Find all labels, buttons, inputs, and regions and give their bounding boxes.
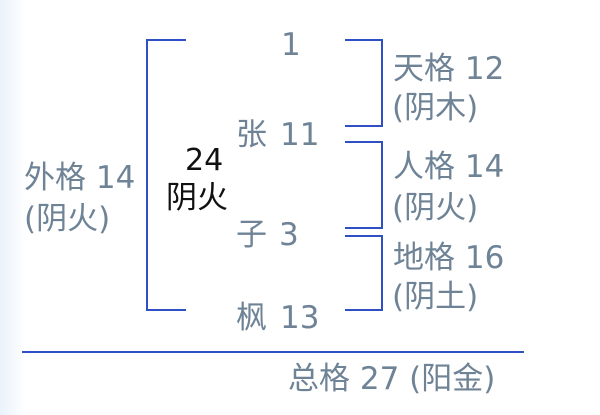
name-num-3: 3 xyxy=(279,217,299,253)
di-ge-title: 地格 16 xyxy=(393,240,505,276)
zong-ge-total: 总格 27 (阳金) xyxy=(288,361,496,397)
tian-ge-title: 天格 12 xyxy=(393,51,505,87)
ren-ge-title: 人格 14 xyxy=(393,149,505,185)
wai-ge-element: (阴火) xyxy=(24,201,111,237)
tian-ge-element: (阴木) xyxy=(392,90,479,126)
tian-bracket xyxy=(345,39,383,127)
center-number: 24 xyxy=(185,143,224,178)
name-num-1: 1 xyxy=(281,27,301,63)
name-num-11: 11 xyxy=(280,117,320,153)
left-bracket xyxy=(146,39,186,311)
name-num-13: 13 xyxy=(280,300,320,336)
center-element: 阴火 xyxy=(166,180,228,216)
name-char-zi: 子 xyxy=(236,217,267,253)
ren-bracket xyxy=(345,141,383,229)
name-char-zhang: 张 xyxy=(236,117,267,153)
name-char-feng: 枫 xyxy=(236,300,267,336)
wai-ge-title: 外格 14 xyxy=(24,160,136,196)
di-bracket xyxy=(345,235,383,311)
ren-ge-element: (阴火) xyxy=(392,190,479,226)
left-gradient-strip xyxy=(0,0,26,415)
di-ge-element: (阴土) xyxy=(392,279,479,315)
